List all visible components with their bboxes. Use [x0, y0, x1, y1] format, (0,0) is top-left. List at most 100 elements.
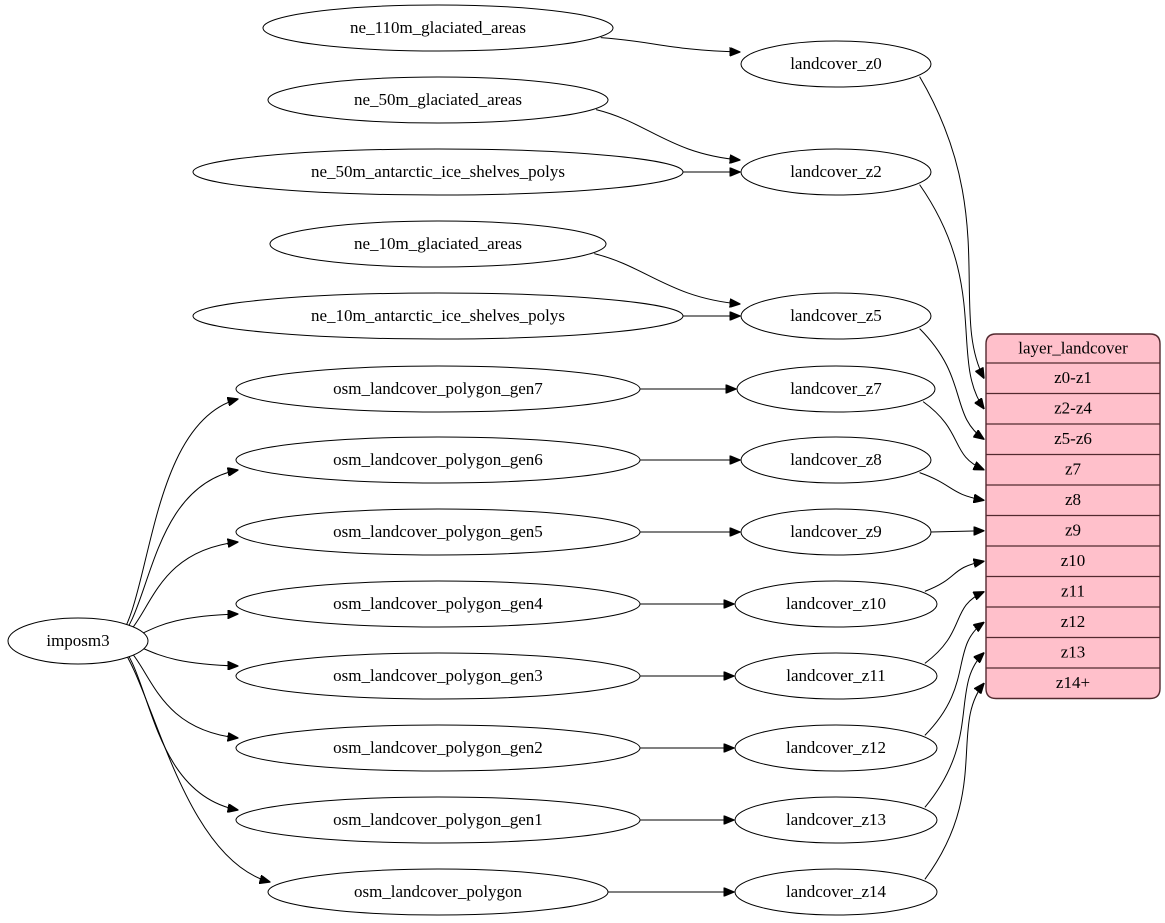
input-node-osm-landcover-polygon-gen2[interactable]: osm_landcover_polygon_gen2 [235, 724, 641, 772]
node-shape [267, 76, 609, 124]
edge-landcover-z12-to-row-z12 [924, 622, 984, 736]
table-row-z9[interactable]: z9 [1065, 521, 1081, 540]
node-label: osm_landcover_polygon_gen1 [333, 810, 543, 829]
edge-landcover-z8-to-row-z8 [919, 472, 984, 501]
node-label: landcover_z5 [790, 306, 882, 325]
node-label: ne_50m_glaciated_areas [354, 90, 522, 109]
node-shape [734, 580, 938, 628]
node-label: landcover_z8 [790, 450, 882, 469]
node-shape [235, 796, 641, 844]
edge-ne-50m-glaciated-areas-to-landcover-z2 [595, 109, 740, 160]
node-label: ne_50m_antarctic_ice_shelves_polys [311, 162, 565, 181]
input-node-ne-10m-antarctic-ice-shelves-polys[interactable]: ne_10m_antarctic_ice_shelves_polys [192, 292, 684, 340]
table-row-z7[interactable]: z7 [1065, 460, 1082, 479]
node-label: ne_10m_antarctic_ice_shelves_polys [311, 306, 565, 325]
middle-node-landcover-z9[interactable]: landcover_z9 [740, 508, 932, 556]
edge-landcover-z9-to-row-z9 [930, 531, 984, 532]
input-node-ne-50m-antarctic-ice-shelves-polys[interactable]: ne_50m_antarctic_ice_shelves_polys [192, 148, 684, 196]
edge-landcover-z5-to-row-z5-z6 [919, 328, 984, 440]
node-shape [740, 508, 932, 556]
node-label: osm_landcover_polygon_gen7 [333, 379, 543, 398]
edge-ne-110m-glaciated-areas-to-landcover-z0 [600, 37, 740, 52]
node-shape [736, 365, 936, 413]
node-label: osm_landcover_polygon [354, 882, 523, 901]
middle-node-landcover-z0[interactable]: landcover_z0 [740, 40, 932, 88]
table-row-z13[interactable]: z13 [1061, 643, 1086, 662]
node-shape [734, 796, 938, 844]
node-label: landcover_z13 [786, 810, 886, 829]
edge-landcover-z7-to-row-z7 [922, 401, 984, 470]
edge-landcover-z0-to-row-z0-z1 [919, 76, 984, 379]
node-shape [267, 868, 609, 916]
node-shape [740, 148, 932, 196]
node-label: ne_10m_glaciated_areas [354, 234, 522, 253]
node-shape [235, 508, 641, 556]
table-row-z14[interactable]: z14+ [1056, 673, 1090, 692]
edge-landcover-z14-to-row-z14 [924, 683, 984, 880]
input-node-osm-landcover-polygon-gen5[interactable]: osm_landcover_polygon_gen5 [235, 508, 641, 556]
node-label: osm_landcover_polygon_gen6 [333, 450, 543, 469]
node-shape [7, 617, 149, 665]
middle-node-landcover-z2[interactable]: landcover_z2 [740, 148, 932, 196]
node-label: osm_landcover_polygon_gen3 [333, 666, 543, 685]
node-label: ne_110m_glaciated_areas [350, 18, 526, 37]
edge-landcover-z10-to-row-z10 [924, 561, 984, 592]
input-node-osm-landcover-polygon-gen7[interactable]: osm_landcover_polygon_gen7 [235, 365, 641, 413]
input-node-ne-10m-glaciated-areas[interactable]: ne_10m_glaciated_areas [269, 220, 607, 268]
node-label: landcover_z0 [790, 54, 882, 73]
node-shape [269, 220, 607, 268]
middle-node-landcover-z11[interactable]: landcover_z11 [734, 652, 938, 700]
middle-node-landcover-z10[interactable]: landcover_z10 [734, 580, 938, 628]
node-label: landcover_z12 [786, 738, 886, 757]
edge-imposm3-to-osm-landcover-polygon-gen5 [116, 542, 239, 642]
node-shape [734, 724, 938, 772]
node-label: osm_landcover_polygon_gen5 [333, 522, 543, 541]
middle-node-landcover-z14[interactable]: landcover_z14 [734, 868, 938, 916]
edge-ne-10m-glaciated-areas-to-landcover-z5 [594, 253, 740, 304]
node-label: landcover_z14 [786, 882, 887, 901]
middle-node-landcover-z7[interactable]: landcover_z7 [736, 365, 936, 413]
middle-node-landcover-z8[interactable]: landcover_z8 [740, 436, 932, 484]
node-label: landcover_z2 [790, 162, 882, 181]
table-row-z8[interactable]: z8 [1065, 490, 1081, 509]
edge-landcover-z11-to-row-z11 [924, 592, 984, 664]
node-label: osm_landcover_polygon_gen2 [333, 738, 543, 757]
node-shape [235, 365, 641, 413]
node-shape [740, 40, 932, 88]
table-title: layer_landcover [1018, 338, 1128, 357]
input-node-ne-110m-glaciated-areas[interactable]: ne_110m_glaciated_areas [262, 4, 614, 52]
input-node-osm-landcover-polygon-gen3[interactable]: osm_landcover_polygon_gen3 [235, 652, 641, 700]
edge-landcover-z13-to-row-z13 [924, 653, 984, 808]
middle-node-landcover-z12[interactable]: landcover_z12 [734, 724, 938, 772]
input-node-osm-landcover-polygon[interactable]: osm_landcover_polygon [267, 868, 609, 916]
table-row-z5-z6[interactable]: z5-z6 [1054, 429, 1092, 448]
node-shape [734, 868, 938, 916]
node-shape [192, 148, 684, 196]
node-label: osm_landcover_polygon_gen4 [333, 594, 543, 613]
table-row-z2-z4[interactable]: z2-z4 [1054, 399, 1092, 418]
node-shape [235, 724, 641, 772]
edge-imposm3-to-osm-landcover-polygon-gen7 [116, 399, 239, 642]
node-shape [740, 436, 932, 484]
table-row-z12[interactable]: z12 [1061, 612, 1086, 631]
edge-imposm3-to-osm-landcover-polygon-gen2 [116, 640, 239, 738]
layer-landcover-table: layer_landcover z0-z1 z2-z4 z5-z6 z7 z8 z9 z10 z… [985, 333, 1161, 700]
input-node-ne-50m-glaciated-areas[interactable]: ne_50m_glaciated_areas [267, 76, 609, 124]
input-node-osm-landcover-polygon-gen6[interactable]: osm_landcover_polygon_gen6 [235, 436, 641, 484]
middle-node-landcover-z13[interactable]: landcover_z13 [734, 796, 938, 844]
table-row-z10[interactable]: z10 [1061, 551, 1086, 570]
edge-imposm3-to-osm-landcover-polygon-gen1 [116, 640, 239, 810]
input-node-osm-landcover-polygon-gen1[interactable]: osm_landcover_polygon_gen1 [235, 796, 641, 844]
input-node-osm-landcover-polygon-gen4[interactable]: osm_landcover_polygon_gen4 [235, 580, 641, 628]
node-shape [192, 292, 684, 340]
table-row-z0-z1[interactable]: z0-z1 [1054, 368, 1092, 387]
node-shape [235, 652, 641, 700]
edge-landcover-z2-to-row-z2-z4 [919, 184, 984, 409]
source-node-imposm3[interactable]: imposm3 [7, 617, 149, 665]
middle-node-landcover-z5[interactable]: landcover_z5 [740, 292, 932, 340]
table-row-z11[interactable]: z11 [1061, 582, 1085, 601]
node-label: landcover_z10 [786, 594, 886, 613]
node-label: landcover_z11 [786, 666, 885, 685]
node-shape [734, 652, 938, 700]
